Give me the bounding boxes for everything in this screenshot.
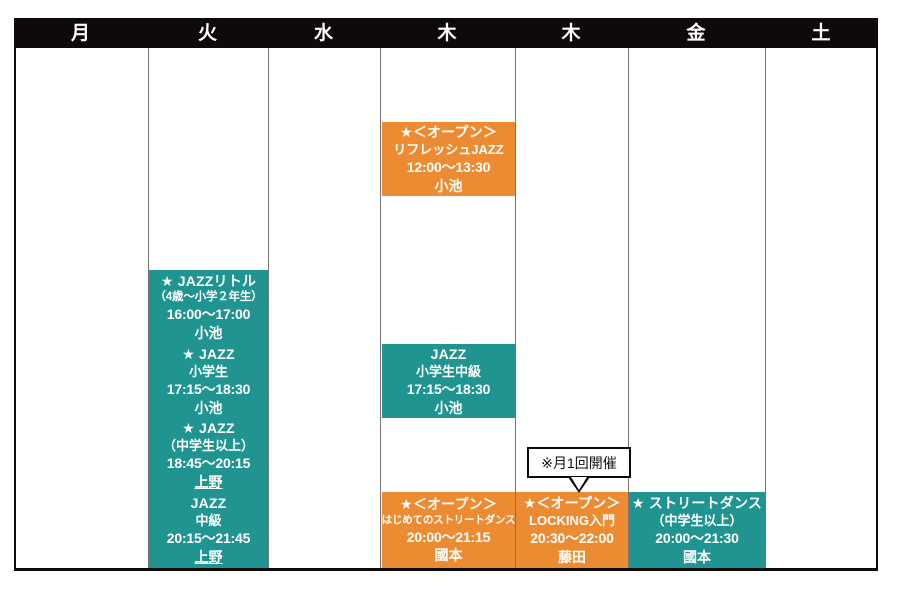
class-teacher: 小池 [434, 399, 463, 416]
column-divider-2 [268, 48, 269, 568]
class-title: JAZZ [190, 494, 227, 511]
class-teacher: 國本 [434, 547, 463, 564]
class-subtitle: （中学生以上） [651, 513, 743, 529]
class-block-tue-jazz-shougakusei[interactable]: ★ JAZZ 小学生 17:15〜18:30 小池 [149, 344, 268, 418]
day-header-mon: 月 [70, 22, 91, 44]
class-teacher: 小池 [194, 399, 223, 416]
column-divider-4 [515, 48, 516, 568]
class-subtitle: （4歳〜小学２年生） [154, 291, 263, 304]
day-header-row: 月 火 水 木 木 金 土 [14, 18, 878, 48]
class-subtitle: 中級 [195, 513, 222, 529]
class-block-thu-refresh-jazz[interactable]: ★＜オープン＞ リフレッシュJAZZ 12:00〜13:30 小池 [382, 122, 515, 196]
class-time: 20:30〜22:00 [530, 530, 614, 547]
class-block-tue-jazz-chuugakusei[interactable]: ★ JAZZ （中学生以上） 18:45〜20:15 上野 [149, 418, 268, 492]
class-title: ★＜オープン＞ [523, 494, 621, 511]
class-teacher: 小池 [434, 177, 463, 194]
schedule-grid-body: ★＜オープン＞ リフレッシュJAZZ 12:00〜13:30 小池 ★ JAZZ… [14, 48, 878, 571]
class-teacher: 上野 [194, 548, 223, 565]
class-time: 20:00〜21:15 [406, 528, 491, 545]
class-teacher: 小池 [194, 324, 223, 341]
class-teacher: 藤田 [558, 548, 586, 565]
callout-tail-fill-icon [571, 477, 587, 490]
class-subtitle: （中学生以上） [162, 438, 254, 454]
class-subtitle: LOCKING入門 [529, 513, 615, 529]
day-header-thu-2: 木 [561, 22, 582, 44]
class-subtitle: 小学生中級 [415, 364, 481, 380]
class-subtitle: はじめてのストリートダンス [382, 513, 515, 526]
class-time: 18:45〜20:15 [166, 455, 251, 472]
day-header-wed: 水 [313, 22, 334, 44]
class-subtitle: 小学生 [188, 364, 228, 380]
class-title: ★ JAZZ [182, 345, 235, 362]
column-divider-3 [380, 48, 381, 568]
class-time: 12:00〜13:30 [406, 159, 491, 176]
day-header-thu-1: 木 [437, 22, 458, 44]
column-divider-1 [148, 48, 149, 568]
class-block-tue-jazz-little[interactable]: ★ JAZZリトル （4歳〜小学２年生） 16:00〜17:00 小池 [149, 270, 268, 344]
class-title: JAZZ [430, 345, 467, 362]
class-teacher: 國本 [683, 548, 711, 565]
class-subtitle: リフレッシュJAZZ [393, 142, 504, 158]
class-block-thu2-locking[interactable]: ★＜オープン＞ LOCKING入門 20:30〜22:00 藤田 [516, 492, 628, 568]
class-time: 16:00〜17:00 [166, 306, 251, 323]
class-title: ★ ストリートダンス [631, 494, 763, 511]
class-block-thu-hajimete-street[interactable]: ★＜オープン＞ はじめてのストリートダンス 20:00〜21:15 國本 [382, 492, 515, 568]
day-header-tue: 火 [197, 22, 218, 44]
class-time: 17:15〜18:30 [406, 381, 491, 398]
column-divider-5 [628, 48, 629, 568]
class-title: ★＜オープン＞ [399, 496, 498, 513]
day-header-fri: 金 [686, 22, 707, 44]
class-time: 20:15〜21:45 [166, 530, 251, 547]
class-time: 17:15〜18:30 [166, 381, 251, 398]
class-block-fri-street-dance[interactable]: ★ ストリートダンス （中学生以上） 20:00〜21:30 國本 [629, 492, 765, 568]
class-teacher: 上野 [194, 473, 223, 490]
class-title: ★ JAZZリトル [160, 272, 257, 289]
class-time: 20:00〜21:30 [655, 530, 739, 547]
monthly-note-text: ※月1回開催 [541, 454, 617, 471]
class-title: ★＜オープン＞ [399, 123, 498, 140]
day-header-sat: 土 [811, 22, 832, 44]
column-divider-6 [765, 48, 766, 568]
class-block-thu-jazz-shougaku-chukyu[interactable]: JAZZ 小学生中級 17:15〜18:30 小池 [382, 344, 515, 418]
class-block-tue-jazz-chukyu[interactable]: JAZZ 中級 20:15〜21:45 上野 [149, 492, 268, 568]
monthly-note-callout: ※月1回開催 [527, 447, 631, 478]
class-title: ★ JAZZ [182, 419, 235, 436]
